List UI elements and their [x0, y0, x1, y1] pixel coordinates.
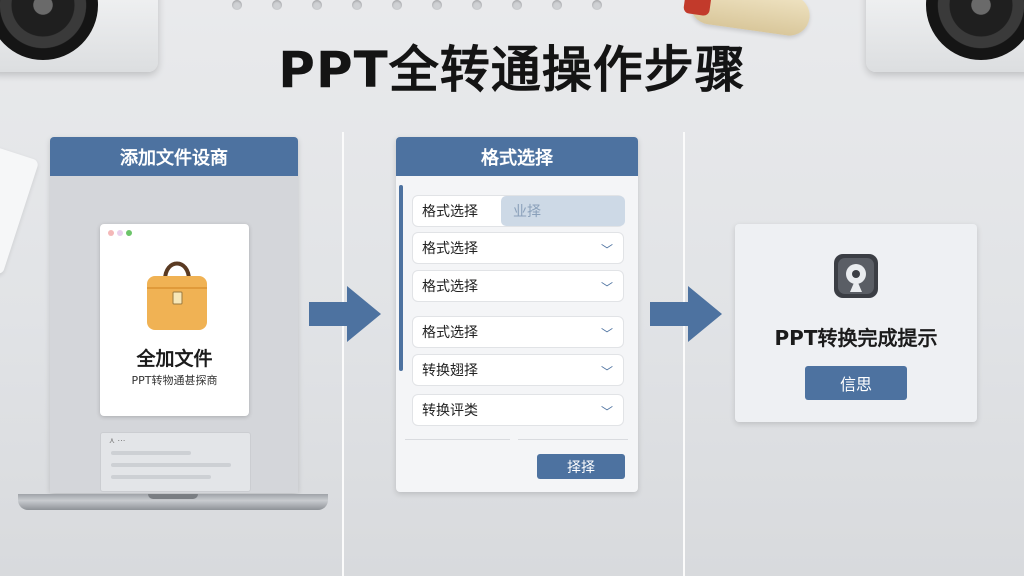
info-button[interactable]: 信思 — [805, 366, 907, 400]
completion-badge-icon — [834, 254, 878, 298]
background-window: ⋏ ⋯ — [100, 432, 251, 492]
format-row[interactable]: 格式选择 ﹀ — [412, 270, 624, 302]
scrollbar-thumb[interactable] — [399, 185, 403, 371]
paper-prop — [0, 144, 40, 276]
divider-line — [518, 439, 628, 440]
add-file-header: 添加文件设商 — [50, 137, 298, 176]
file-drop-card[interactable]: 全加文件 PPT转物通甚探商 — [100, 224, 249, 416]
format-row[interactable]: 转换评类 ﹀ — [412, 394, 624, 426]
pegboard-dots — [232, 0, 632, 10]
conversion-done-title: PPT转换完成提示 — [774, 326, 938, 350]
right-arrow-icon — [650, 286, 722, 342]
chevron-down-icon[interactable]: ﹀ — [600, 281, 613, 295]
laptop-base — [18, 494, 328, 510]
conversion-done-panel: PPT转换完成提示 信思 — [735, 224, 977, 422]
chevron-down-icon[interactable]: ﹀ — [600, 243, 613, 257]
bag-file-icon — [147, 261, 207, 330]
format-row-value[interactable]: 业择 — [501, 196, 625, 226]
chevron-down-icon[interactable]: ﹀ — [600, 365, 613, 379]
card-title: 全加文件 — [136, 348, 213, 370]
divider-line — [405, 439, 510, 440]
format-row-label: 转换评类 — [422, 403, 478, 419]
right-arrow-icon — [309, 286, 381, 342]
format-select-header: 格式选择 — [396, 137, 638, 176]
column-divider — [342, 132, 344, 576]
format-row[interactable]: 格式选择 ﹀ — [412, 232, 624, 264]
window-maximize-dot[interactable] — [126, 230, 132, 236]
page-title: PPT全转通操作步骤 — [278, 41, 746, 99]
chevron-down-icon[interactable]: ﹀ — [600, 405, 613, 419]
format-row[interactable]: 格式选择 业择 — [412, 195, 625, 227]
format-row-label: 格式选择 — [422, 325, 478, 341]
format-row-label: 格式选择 — [422, 241, 478, 257]
window-close-dot[interactable] — [108, 230, 114, 236]
format-row-label: 格式选择 — [422, 279, 478, 295]
speaker-prop-right — [866, 0, 1024, 72]
format-row-label: 转换翅择 — [422, 363, 478, 379]
format-row-label: 格式选择 — [422, 204, 478, 220]
format-row[interactable]: 转换翅择 ﹀ — [412, 354, 624, 386]
window-title-glyph: ⋏ ⋯ — [109, 436, 126, 445]
chevron-down-icon[interactable]: ﹀ — [600, 327, 613, 341]
format-select-panel: 格式选择 格式选择 业择 格式选择 ﹀ 格式选择 ﹀ 格式选择 ﹀ 转换翅择 ﹀… — [396, 137, 638, 492]
window-minimize-dot[interactable] — [117, 230, 123, 236]
column-divider — [683, 132, 685, 576]
card-subtitle: PPT转物通甚探商 — [131, 374, 218, 387]
select-confirm-button[interactable]: 择择 — [537, 454, 625, 479]
speaker-prop-left — [0, 0, 158, 72]
format-row[interactable]: 格式选择 ﹀ — [412, 316, 624, 348]
